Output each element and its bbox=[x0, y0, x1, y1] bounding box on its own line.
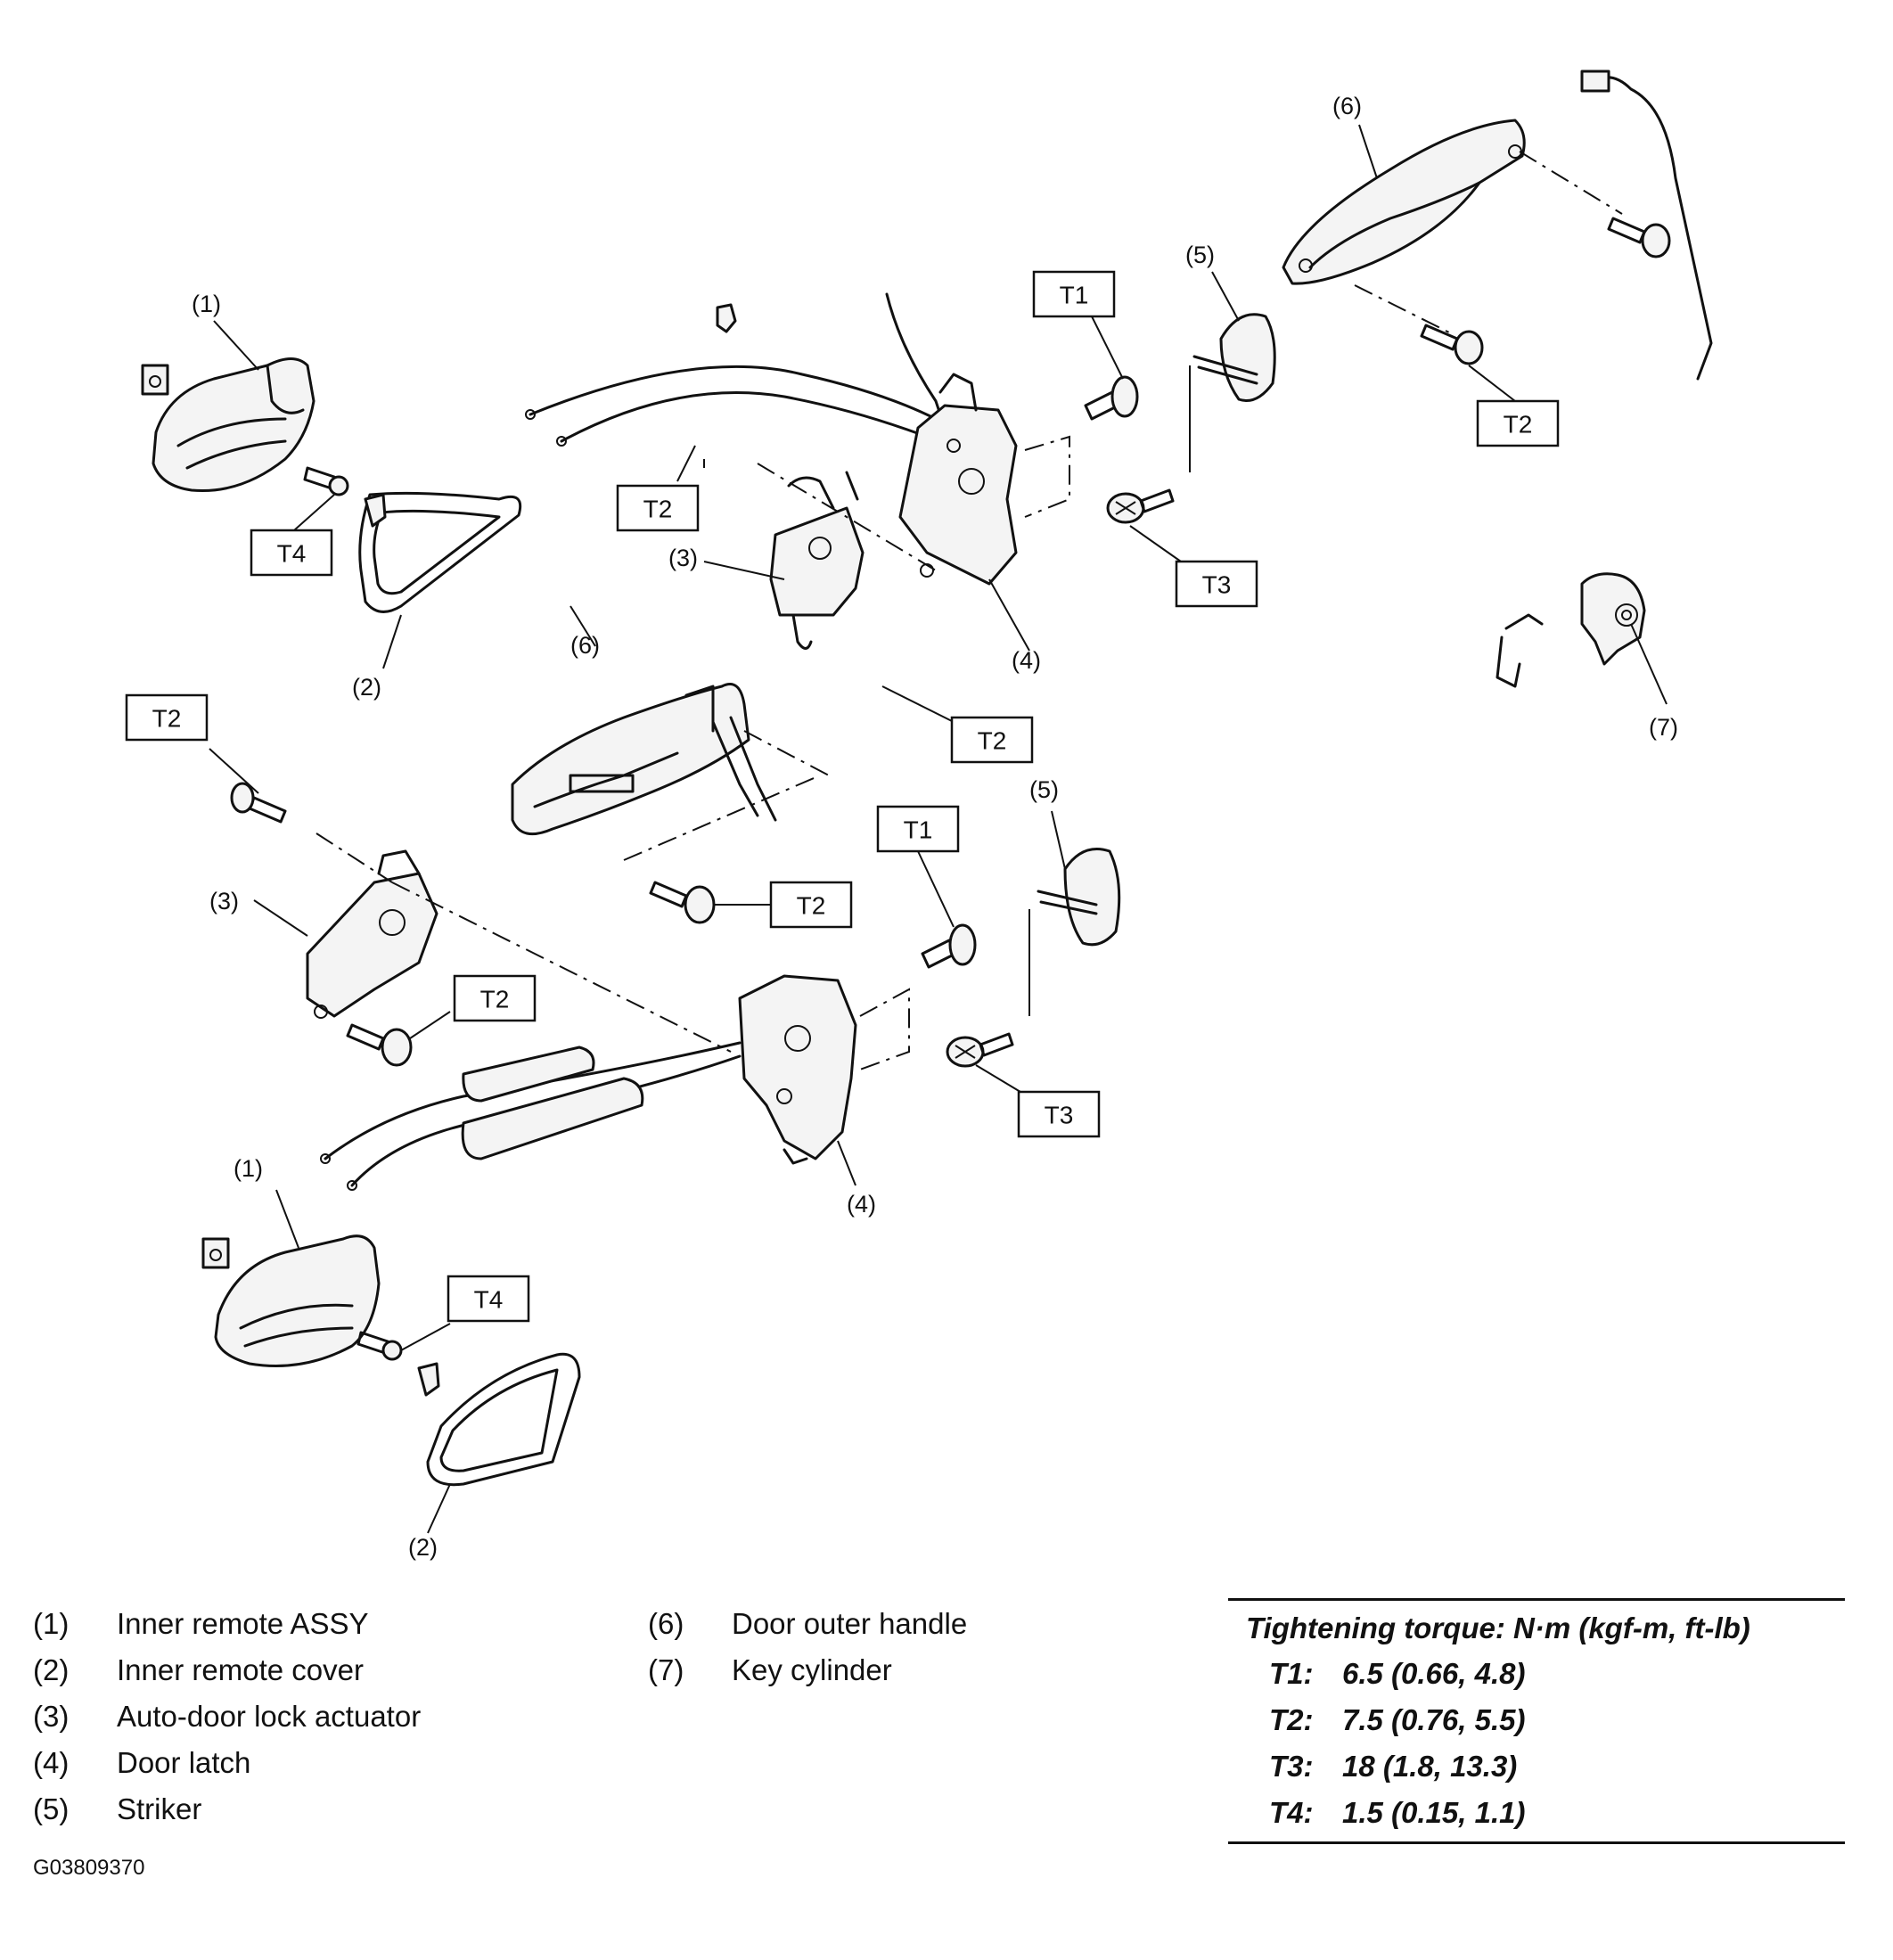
torque-box-t2-actuator-lower-bottom: T2 bbox=[453, 974, 537, 1022]
bolt-t2-actuator-top bbox=[230, 782, 287, 824]
callout-7: (7) bbox=[1649, 714, 1678, 741]
cables-upper bbox=[525, 292, 946, 447]
legend-label: Door latch bbox=[117, 1746, 251, 1779]
torque-row: T2: 7.5 (0.76, 5.5) bbox=[1228, 1697, 1845, 1743]
striker-upper bbox=[1189, 313, 1276, 472]
torque-box-t2-actuator-upper: T2 bbox=[616, 484, 700, 532]
svg-text:T4: T4 bbox=[277, 540, 307, 568]
screw-t3-upper bbox=[1106, 488, 1175, 524]
table-bottom-rule bbox=[1228, 1841, 1845, 1844]
torque-code: T2: bbox=[1269, 1703, 1314, 1736]
inner-remote-assy-lower bbox=[201, 1234, 381, 1367]
torque-value: 7.5 (0.76, 5.5) bbox=[1342, 1703, 1526, 1736]
callout-3-lower: (3) bbox=[209, 888, 239, 914]
bolt-t2-actuator-bottom bbox=[346, 1023, 413, 1067]
torque-value: 18 (1.8, 13.3) bbox=[1342, 1750, 1518, 1783]
inner-remote-cover-upper bbox=[358, 491, 522, 613]
torque-value: 6.5 (0.66, 4.8) bbox=[1342, 1657, 1526, 1690]
torque-box-t2-actuator-lower-top: T2 bbox=[125, 693, 209, 742]
svg-text:T1: T1 bbox=[1060, 282, 1089, 309]
svg-text:T2: T2 bbox=[480, 986, 510, 1013]
torque-box-t1-upper: T1 bbox=[1032, 270, 1116, 318]
key-cylinder bbox=[1496, 572, 1646, 688]
screw-t4-upper bbox=[303, 466, 387, 528]
svg-text:T2: T2 bbox=[152, 705, 182, 733]
bolt-t2-handle-lower bbox=[1420, 324, 1484, 365]
torque-code: T3: bbox=[1269, 1750, 1314, 1783]
table-top-rule bbox=[1228, 1598, 1845, 1601]
figure-id: G03809370 bbox=[33, 1856, 145, 1880]
torque-box-t3-lower: T3 bbox=[1017, 1090, 1101, 1138]
legend-label: Door outer handle bbox=[732, 1607, 968, 1640]
bolt-t2-handle-upper bbox=[1607, 217, 1671, 258]
torque-box-t1-lower: T1 bbox=[876, 805, 960, 853]
screw-t3-lower bbox=[946, 1032, 1014, 1068]
torque-box-t4-upper: T4 bbox=[250, 529, 333, 577]
svg-text:T4: T4 bbox=[474, 1286, 504, 1314]
svg-text:T2: T2 bbox=[643, 496, 673, 523]
screw-t4-lower bbox=[356, 1331, 440, 1397]
legend-label: Key cylinder bbox=[732, 1653, 892, 1686]
legend-number: (3) bbox=[33, 1700, 70, 1733]
tightening-torque-table: Tightening torque: N·m (kgf-m, ft-lb) T1… bbox=[1228, 1598, 1845, 1844]
legend-number: (1) bbox=[33, 1607, 70, 1640]
auto-door-lock-actuator-upper bbox=[769, 471, 865, 650]
callout-1-lower: (1) bbox=[234, 1155, 263, 1182]
cables-lower bbox=[320, 1041, 742, 1191]
torque-box-t2-latch-upper: T2 bbox=[950, 716, 1034, 764]
torque-box-t2-outer-handle-lower: T2 bbox=[769, 881, 853, 929]
leader-lines bbox=[209, 124, 1668, 1534]
legend-number: (6) bbox=[648, 1607, 684, 1640]
door-outer-handle-upper bbox=[1282, 119, 1526, 285]
legend-number: (7) bbox=[648, 1653, 684, 1686]
legend-number: (2) bbox=[33, 1653, 70, 1686]
torque-row: T4: 1.5 (0.15, 1.1) bbox=[1228, 1790, 1845, 1836]
key-cylinder-rod bbox=[1580, 70, 1713, 381]
door-latch-upper bbox=[898, 373, 1070, 586]
callout-5-upper: (5) bbox=[1185, 242, 1215, 268]
auto-door-lock-actuator-lower bbox=[306, 849, 438, 1019]
torque-box-t4-lower: T4 bbox=[447, 1275, 530, 1323]
legend-number: (4) bbox=[33, 1746, 70, 1779]
svg-text:T1: T1 bbox=[904, 816, 933, 844]
bolt-t1-upper bbox=[1084, 375, 1139, 421]
callout-6-upper: (6) bbox=[1332, 93, 1362, 119]
bolt-t1-lower bbox=[921, 923, 977, 969]
door-outer-handle-lower bbox=[511, 683, 777, 836]
inner-remote-cover-lower bbox=[426, 1352, 581, 1487]
callout-5-lower: (5) bbox=[1029, 776, 1059, 803]
torque-row: T1: 6.5 (0.66, 4.8) bbox=[1228, 1651, 1845, 1697]
legend-label: Auto-door lock actuator bbox=[117, 1700, 422, 1733]
svg-text:T3: T3 bbox=[1045, 1102, 1074, 1129]
callout-4-lower: (4) bbox=[847, 1191, 876, 1218]
legend-label: Striker bbox=[117, 1792, 202, 1825]
callout-1-upper: (1) bbox=[192, 291, 221, 317]
legend-label: Inner remote ASSY bbox=[117, 1607, 369, 1640]
bolt-t2-outer-handle-lower bbox=[649, 881, 716, 924]
callout-2-upper: (2) bbox=[352, 674, 381, 701]
exploded-parts-diagram: (1) (2) (3) (4) (5) (6) (7) (6) (3) (5) … bbox=[125, 70, 1713, 1561]
striker-lower bbox=[1028, 848, 1121, 1016]
torque-box-t2-handle: T2 bbox=[1476, 399, 1560, 447]
legend-number: (5) bbox=[33, 1792, 70, 1825]
torque-value: 1.5 (0.15, 1.1) bbox=[1342, 1796, 1526, 1829]
callout-6-lower: (6) bbox=[570, 632, 600, 659]
callout-4-upper: (4) bbox=[1012, 647, 1041, 674]
torque-table-title: Tightening torque: N·m (kgf-m, ft-lb) bbox=[1246, 1611, 1750, 1644]
svg-text:T2: T2 bbox=[978, 727, 1007, 755]
torque-code: T1: bbox=[1269, 1657, 1314, 1690]
legend-label: Inner remote cover bbox=[117, 1653, 364, 1686]
torque-row: T3: 18 (1.8, 13.3) bbox=[1228, 1743, 1845, 1790]
door-latch-lower bbox=[738, 974, 910, 1165]
callout-3-upper: (3) bbox=[668, 545, 698, 571]
inner-remote-assy-upper bbox=[141, 357, 316, 493]
torque-code: T4: bbox=[1269, 1796, 1314, 1829]
torque-box-t3-upper: T3 bbox=[1175, 560, 1258, 608]
callout-2-lower: (2) bbox=[408, 1534, 438, 1561]
svg-text:T2: T2 bbox=[797, 892, 826, 920]
svg-text:T3: T3 bbox=[1202, 571, 1232, 599]
svg-text:T2: T2 bbox=[1504, 411, 1533, 439]
